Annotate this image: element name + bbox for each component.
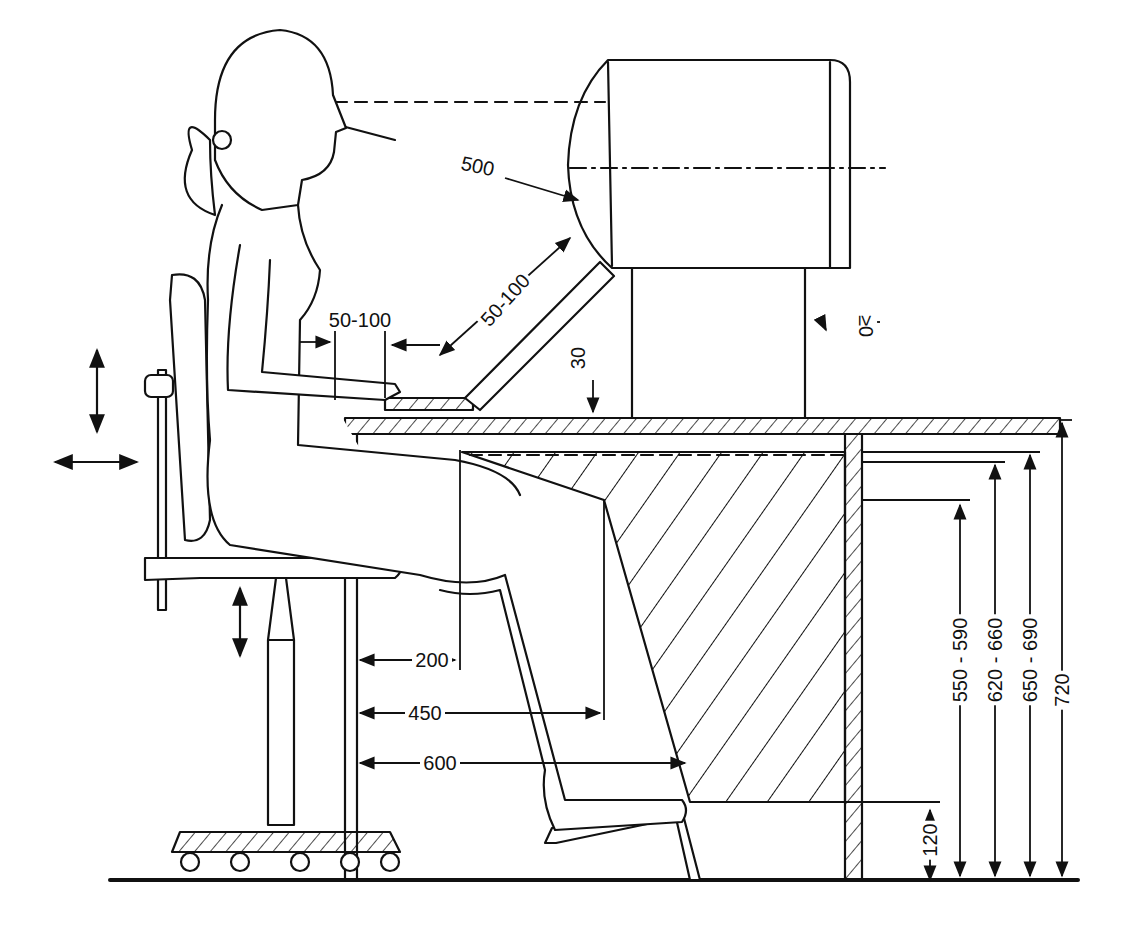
desk-top xyxy=(345,418,1060,434)
chair-wheel xyxy=(381,853,399,871)
dimension-lines xyxy=(55,178,1072,880)
chair-backrest xyxy=(170,274,210,541)
chair-knob xyxy=(145,375,173,397)
girl-front xyxy=(298,205,520,495)
chair-wheel xyxy=(181,853,199,871)
dashed-line xyxy=(470,454,845,456)
dimension-label: 500 xyxy=(456,151,499,181)
monitor-stand xyxy=(631,268,633,418)
screen-center-line xyxy=(570,167,885,169)
ponytail xyxy=(185,127,215,215)
dimension-label: 450 xyxy=(405,702,444,724)
document-holder xyxy=(465,262,614,410)
desk-panel xyxy=(845,434,862,880)
dimension-label: 650 - 690 xyxy=(1019,615,1041,706)
monitor-screen xyxy=(608,62,612,266)
chair-column xyxy=(268,578,294,640)
dimension-label: 550 - 590 xyxy=(949,615,971,706)
floor-line xyxy=(110,878,1078,882)
dimension-label: 50-100 xyxy=(474,267,536,332)
girl-body xyxy=(207,205,686,830)
dimension-label: 120 xyxy=(919,820,941,859)
dimension-label: ≥0 xyxy=(855,312,877,340)
chair-column xyxy=(268,640,294,825)
chair-base xyxy=(172,832,400,852)
chair-wheel xyxy=(291,853,309,871)
monitor-stand xyxy=(804,268,806,418)
keyboard xyxy=(385,398,473,410)
dimension-label: 620 - 660 xyxy=(984,615,1006,706)
girl-arm xyxy=(228,245,401,400)
dimension-label: 200 xyxy=(412,649,451,671)
eye-level-line xyxy=(335,101,605,103)
chair-wheel xyxy=(341,853,359,871)
girl-ear xyxy=(213,131,231,149)
dimension-label: 50-100 xyxy=(326,309,394,331)
dimension-label: 600 xyxy=(420,752,459,774)
girl-head xyxy=(215,30,346,210)
dimension-label: 720 xyxy=(1051,670,1073,709)
monitor xyxy=(568,60,850,268)
monitor-body xyxy=(829,62,831,268)
dimension-label: 30 xyxy=(567,344,589,372)
line-art xyxy=(110,30,1078,880)
chair-wheel xyxy=(231,853,249,871)
